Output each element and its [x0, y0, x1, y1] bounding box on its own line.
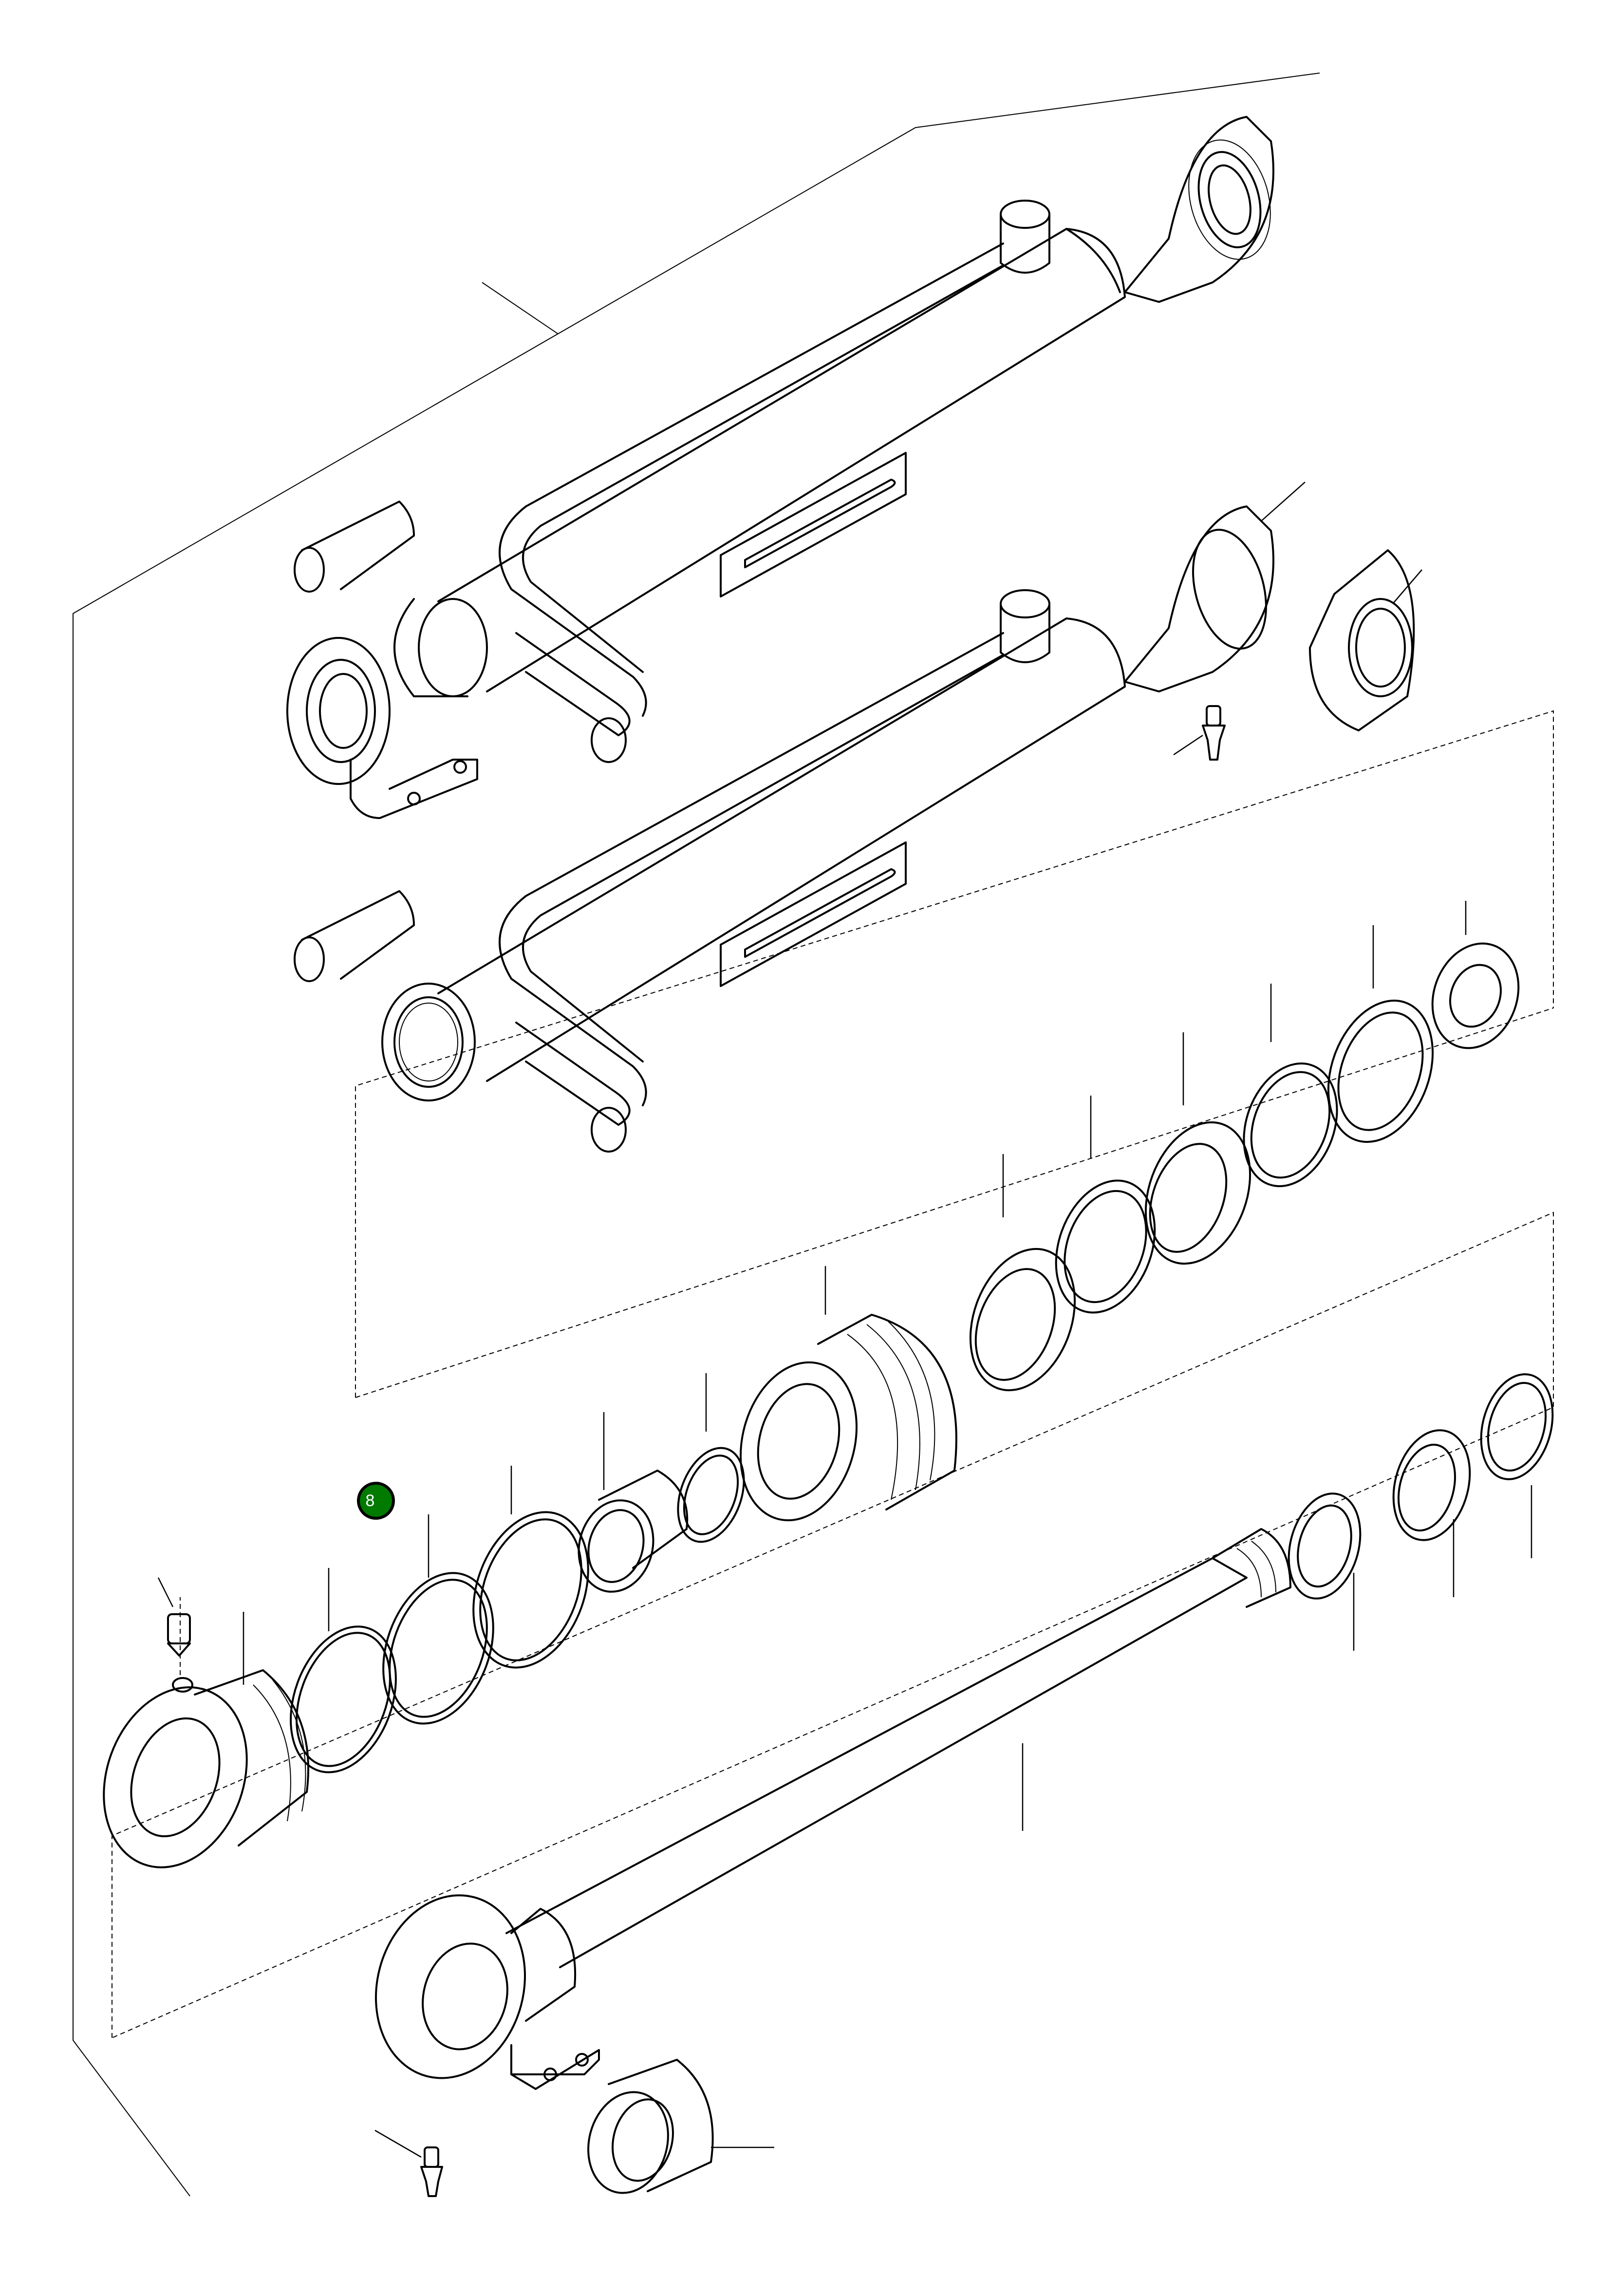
guide-bush [578, 1412, 689, 1593]
rod-wiper-ring [1480, 1373, 1554, 1558]
sub-assembly-frame-rod [112, 1212, 1554, 2038]
cylinder-assembled [286, 116, 1274, 819]
set-screw [157, 1577, 191, 1657]
bushing-upper [1309, 549, 1422, 731]
sub-assembly-frame-barrel [355, 710, 1554, 1398]
hotspot-circle[interactable] [357, 1482, 395, 1520]
bushing-lower [587, 2059, 774, 2194]
assembly-frame-top [73, 73, 1320, 2197]
seal-ring-row-upper [969, 901, 1520, 1392]
cylinder-head [103, 1597, 310, 1868]
seal-ring-small [677, 1373, 745, 1543]
grease-nipple-upper [1173, 705, 1226, 761]
piston-rod [374, 1528, 1291, 2090]
grease-nipple-lower [374, 2129, 443, 2197]
rod-seal-a [1288, 1492, 1362, 1651]
rod-seal-b [1392, 1429, 1471, 1597]
o-ring-small [290, 1568, 397, 1773]
hotspot-badge-8[interactable]: 8 [357, 1482, 395, 1520]
piston [739, 1266, 957, 1522]
o-ring-large [472, 1466, 589, 1669]
o-ring-medium [382, 1514, 494, 1725]
cylinder-barrel [294, 482, 1306, 1153]
